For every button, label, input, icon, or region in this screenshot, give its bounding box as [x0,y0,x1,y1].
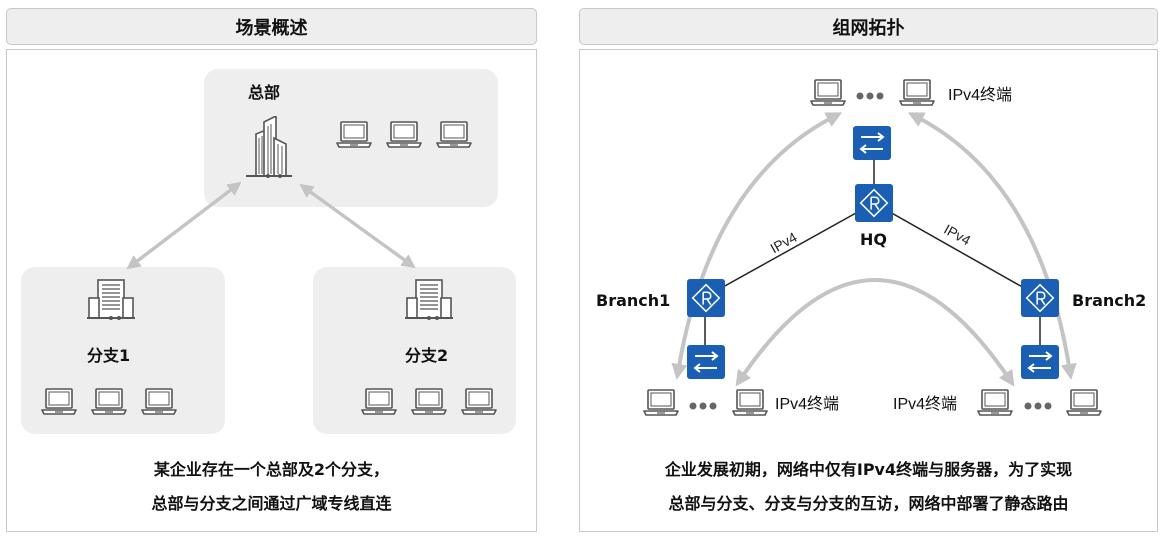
network-topology-title: 组网拓扑 [832,17,905,39]
flow-arrow-branch2-hq [907,112,1077,380]
terminal-label-right: IPv4终端 [893,396,958,413]
hq-branch1-link [704,202,875,298]
scenario-overview-title: 场景概述 [235,17,308,39]
branch2-label: 分支2 [405,346,449,365]
laptop-icon [899,79,935,106]
laptop-icon [91,388,127,415]
ellipsis-dot [866,92,874,100]
laptop-icon [461,388,497,415]
ellipsis-dot [856,92,864,100]
branch2-switch-icon [1021,345,1059,379]
topology-caption-line1: 企业发展初期，网络中仅有IPv4终端与服务器，为了实现 [664,460,1073,479]
ellipsis-dot [709,402,717,410]
hq-branch2-link-arrow [299,183,416,269]
hq-branch2-link [873,202,1041,298]
link-label-left: IPv4 [767,229,799,257]
flow-arrow-branch1-hq [671,112,843,380]
ellipsis-dot [1034,402,1042,410]
hq-switch-icon [853,126,891,160]
terminal-label-left: IPv4终端 [775,396,840,413]
laptop-icon [977,389,1013,416]
flow-arrow-branch1-branch2 [735,278,1015,387]
hq-router-label: HQ [860,230,887,249]
branch1-label: 分支1 [87,346,131,365]
laptop-icon [386,121,422,148]
laptop-icon [732,389,768,416]
branch1-router-icon [686,279,726,317]
ellipsis-dot [1024,402,1032,410]
terminal-label-top: IPv4终端 [948,87,1013,104]
laptop-icon [810,79,846,106]
laptop-icon [141,388,177,415]
laptop-icon [643,389,679,416]
scenario-overview-header: 场景概述 [6,8,537,45]
ellipsis-dot [1044,402,1052,410]
laptop-icon [411,388,447,415]
branch1-router-label: Branch1 [596,291,671,310]
topology-caption-line2: 总部与分支、分支与分支的互访，网络中部署了静态路由 [668,494,1069,513]
branch2-router-icon [1020,279,1060,317]
laptop-icon [1066,389,1102,416]
branch1-switch-icon [687,345,725,379]
hq-label: 总部 [248,83,281,102]
hq-router-icon [854,184,894,222]
laptop-icon [436,121,472,148]
laptop-icon [336,121,372,148]
laptop-icon [361,388,397,415]
scenario-caption-line1: 某企业存在一个总部及2个分支， [153,460,390,479]
ellipsis-dot [699,402,707,410]
branch2-router-label: Branch2 [1072,291,1147,310]
ellipsis-dot [876,92,884,100]
hq-branch1-link-arrow [126,181,242,270]
laptop-icon [41,388,77,415]
network-topology-header: 组网拓扑 [579,8,1158,45]
ellipsis-dot [689,402,697,410]
scenario-caption-line2: 总部与分支之间通过广域专线直连 [151,494,392,513]
